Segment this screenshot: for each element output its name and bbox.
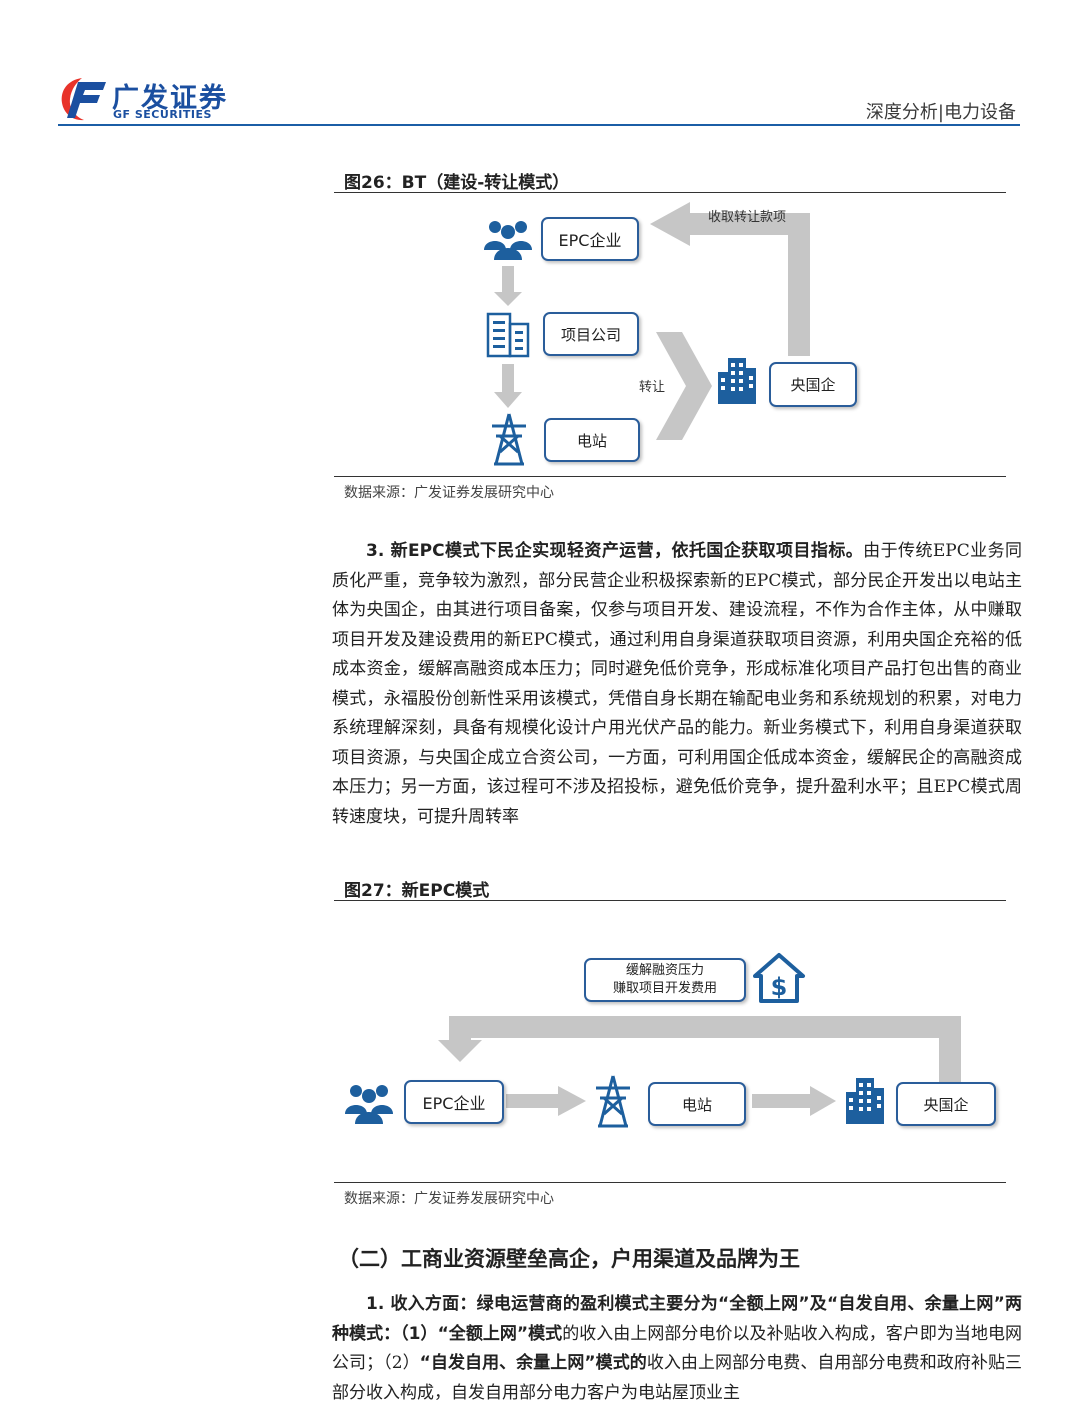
paragraph2-lead: 1. 收入方面：绿电运营商的盈利模式主要分为“全额上网”及“自发自用、余量上网”…: [332, 1294, 1022, 1344]
city-buildings-icon-2: [846, 1078, 884, 1124]
power-tower-icon: [492, 413, 526, 466]
header-divider: [58, 124, 1020, 126]
people-group-icon-2: [345, 1085, 393, 1124]
figure26-bottom-rule: [334, 476, 1006, 477]
paragraph2-text1: 的收入由上网部分电价以及补贴收入构成，客户即为当地电网公司；: [332, 1323, 1022, 1374]
figure27-title: 图27：新EPC模式: [344, 881, 490, 901]
paragraph-body: 由于传统EPC业务同质化严重，竞争较为激烈，部分民营企业积极探索新的EPC模式，…: [332, 541, 1022, 827]
fig27-soe-box: 央国企: [896, 1082, 996, 1126]
collect-payment-label: 收取转让款项: [708, 210, 787, 225]
figure26-diagram: [494, 202, 810, 440]
figure26-top-rule: [334, 192, 1006, 193]
project-company-box: 项目公司: [543, 312, 639, 356]
epc-company-box: EPC企业: [541, 217, 639, 261]
paragraph2-bold1: “全额上网”模式: [437, 1323, 563, 1344]
station-to-soe-arrow: [752, 1094, 814, 1108]
city-buildings-icon: [718, 358, 756, 404]
figure27-diagram: [438, 1016, 961, 1116]
loop-arrowhead: [438, 1040, 482, 1062]
report-category: 深度分析|电力设备: [865, 102, 1016, 123]
paragraph2-part1: （1）: [400, 1323, 438, 1344]
return-payment-arrowhead: [650, 202, 690, 246]
power-tower-icon-2: [596, 1075, 630, 1128]
figure27-source: 数据来源：广发证券发展研究中心: [344, 1191, 554, 1207]
figure26-source: 数据来源：广发证券发展研究中心: [344, 485, 554, 501]
figure27-top-rule: [334, 900, 1006, 901]
svg-text:$: $: [771, 973, 788, 1001]
logo-chinese-name: 广发证券: [112, 83, 228, 114]
power-station-box: 电站: [544, 418, 640, 462]
fig27-power-station-box: 电站: [648, 1082, 746, 1126]
figure26-title: 图26：BT（建设-转让模式）: [344, 173, 570, 193]
down-arrow-1: [502, 266, 514, 294]
office-building-icon: [486, 312, 530, 358]
people-group-icon: [484, 221, 532, 260]
paragraph-lead: 3. 新EPC模式下民企实现轻资产运营，依托国企获取项目指标。: [366, 541, 864, 561]
soe-box: 央国企: [769, 362, 857, 407]
paragraph-new-epc: 3. 新EPC模式下民企实现轻资产运营，依托国企获取项目指标。由于传统EPC业务…: [332, 537, 1022, 832]
section-heading: （二）工商业资源壁垒高企，户用渠道及品牌为王: [338, 1247, 800, 1271]
benefit-line-1: 缓解融资压力: [625, 963, 704, 978]
fig27-epc-box: EPC企业: [404, 1080, 504, 1124]
paragraph2-part2: （2）: [383, 1353, 420, 1373]
benefit-line-2: 赚取项目开发费用: [612, 981, 717, 996]
return-payment-arrow: [686, 213, 810, 356]
loop-arrow: [449, 1016, 961, 1082]
down-arrow-2: [502, 364, 514, 394]
logo-english-name: GF SECURITIES: [113, 108, 212, 121]
paragraph2-bold2: “自发自用、余量上网”模式的: [419, 1353, 647, 1373]
benefit-box: 缓解融资压力 赚取项目开发费用: [584, 958, 746, 1002]
paragraph2-text2: 收入由上网部分电费、自用部分电费和政府补贴三部分收入构成，自发自用部分电力客户为…: [332, 1353, 1022, 1403]
figure27-bottom-rule: [334, 1182, 1006, 1183]
house-dollar-icon: $: [753, 953, 805, 1003]
transfer-label: 转让: [639, 380, 666, 395]
gf-logo-icon: [61, 78, 106, 121]
paragraph-revenue: 1. 收入方面：绿电运营商的盈利模式主要分为“全额上网”及“自发自用、余量上网”…: [332, 1290, 1022, 1403]
epc-to-station-arrow: [506, 1094, 562, 1108]
transfer-chevron: [656, 332, 712, 440]
